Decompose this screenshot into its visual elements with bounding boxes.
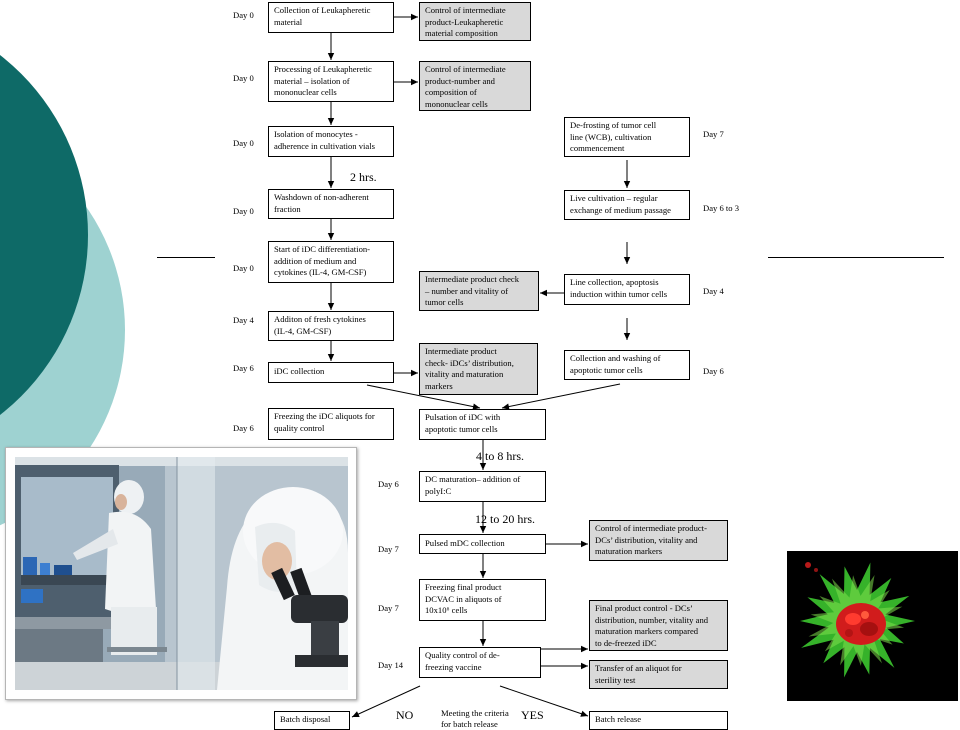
adherence-time-label: 2 hrs.	[350, 170, 377, 184]
day-label: Day 0	[233, 206, 254, 216]
red-speck	[805, 562, 811, 568]
arrow-collection-to-control-head	[411, 13, 418, 21]
day-label: Day 0	[233, 10, 254, 20]
arrow-pulsation-to-maturation-head	[479, 463, 487, 470]
arrow-maturation-to-mdc-collection-head	[479, 526, 487, 533]
day-label: Day 14	[378, 660, 404, 670]
arrow-qc-to-disposal-head	[352, 711, 360, 717]
step-idc-collection-box: iDC collection	[268, 362, 394, 383]
arrow-qc-to-release-head	[580, 710, 588, 717]
day-label: Day 7	[378, 603, 399, 613]
step-washing-box: Collection and washing of apoptotic tumo…	[564, 350, 690, 380]
release-criterion-label: Meeting the criteria for batch release	[441, 708, 509, 729]
step-defrosting-box: De-frosting of tumor cell line (WCB), cu…	[564, 117, 690, 157]
check-tumor-cells-box: Intermediate product check – number and …	[419, 271, 539, 311]
step-processing-box: Processing of Leukapheretic material – i…	[268, 61, 394, 102]
arrow-apoptosis-to-washing-head	[623, 333, 631, 340]
check-idc-box: Intermediate product check- iDCs’ distri…	[419, 343, 538, 395]
arrow-qc-to-release	[499, 685, 589, 717]
lab-photo	[15, 457, 348, 690]
blue-lab-supplies	[21, 557, 72, 603]
arrow-cytokines-to-idc-collection-head	[327, 354, 335, 361]
day-label: Day 4	[703, 286, 724, 296]
day-label: Day 0	[233, 138, 254, 148]
lab-photo-frame	[5, 447, 357, 700]
arrow-apoptosis-to-tumor-check-head	[540, 289, 547, 297]
day-label: Day 6 to 3	[703, 203, 740, 213]
day-label: Day 0	[233, 73, 254, 83]
day-label: Day 6	[703, 366, 724, 376]
step-differentiation-box: Start of iDC differentiation- addition o…	[268, 241, 394, 283]
arrow-idc-collection-to-check-head	[411, 369, 418, 377]
check-sterility-box: Transfer of an aliquot for sterility tes…	[589, 660, 728, 689]
arrow-collection-to-processing-head	[327, 53, 335, 60]
lab-technician-seated	[73, 480, 167, 655]
day-label: Day 4	[233, 315, 254, 325]
step-qc-box: Quality control of de- freezing vaccine	[419, 647, 541, 678]
arrow-freezing-to-qc-head	[479, 639, 487, 646]
arrow-mdc-collection-to-control-head	[581, 540, 588, 548]
pulsation-time-label: 4 to 8 hrs.	[476, 449, 524, 463]
red-speck	[814, 568, 818, 572]
glass-partition	[176, 457, 215, 690]
arrow-defrosting-to-cultivation-head	[623, 181, 631, 188]
check-leukapheretic-box: Control of intermediate product-Leukaphe…	[419, 2, 531, 41]
day-label: Day 6	[233, 363, 254, 373]
microscope	[271, 567, 348, 667]
arrow-washdown-to-differentiation-head	[327, 233, 335, 240]
arrow-cultivation-to-apoptosis-head	[623, 257, 631, 264]
step-maturation-box: DC maturation– addition of polyI:C	[419, 471, 546, 502]
divider-line-left	[157, 257, 215, 258]
step-washdown-box: Washdown of non-adherent fraction	[268, 189, 394, 219]
step-mdc-collection-box: Pulsed mDC collection	[419, 534, 546, 554]
step-pulsation-box: Pulsation of iDC with apoptotic tumor ce…	[419, 409, 546, 440]
check-mdc-box: Control of intermediate product- DCs’ di…	[589, 520, 728, 561]
arrow-mdc-collection-to-freezing-head	[479, 571, 487, 578]
divider-line-right	[768, 257, 944, 258]
check-mononuclear-box: Control of intermediate product-number a…	[419, 61, 531, 111]
batch-release-box: Batch release	[589, 711, 728, 730]
step-isolation-box: Isolation of monocytes - adherence in cu…	[268, 126, 394, 157]
arrow-differentiation-to-cytokines-head	[327, 303, 335, 310]
arrow-isolation-to-washdown-head	[327, 181, 335, 188]
arrow-processing-to-isolation-head	[327, 118, 335, 125]
day-label: Day 6	[233, 423, 254, 433]
step-collection-box: Collection of Leukapheretic material	[268, 2, 394, 33]
decision-yes-label: YES	[521, 708, 544, 722]
day-label: Day 7	[378, 544, 399, 554]
day-label: Day 0	[233, 263, 254, 273]
step-final-freezing-box: Freezing final product DCVAC in aliquots…	[419, 579, 546, 621]
step-apoptosis-box: Line collection, apoptosis induction wit…	[564, 274, 690, 305]
step-cytokines-box: Additon of fresh cytokines (IL-4, GM-CSF…	[268, 311, 394, 341]
step-cultivation-box: Live cultivation – regular exchange of m…	[564, 190, 690, 220]
step-idc-freezing-box: Freezing the iDC aliquots for quality co…	[268, 408, 394, 440]
maturation-time-label: 12 to 20 hrs.	[475, 512, 535, 526]
red-cell-nucleus	[836, 603, 886, 645]
decision-no-label: NO	[396, 708, 414, 722]
arrow-qc-to-sterility-head	[581, 662, 588, 670]
arrow-qc-to-final-control-head	[581, 645, 588, 653]
batch-disposal-box: Batch disposal	[274, 711, 350, 730]
arrow-processing-to-control-head	[411, 78, 418, 86]
day-label: Day 6	[378, 479, 399, 489]
check-final-product-box: Final product control - DCs’ distributio…	[589, 600, 728, 651]
day-label: Day 7	[703, 129, 724, 139]
dendritic-cell-micrograph	[787, 551, 958, 701]
